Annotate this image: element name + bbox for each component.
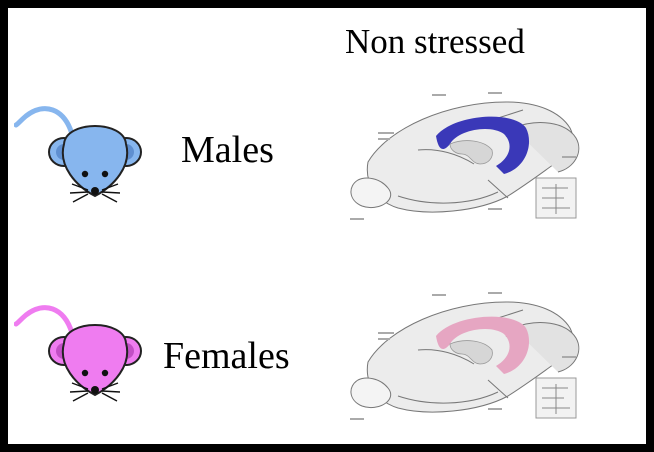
mouse-tail xyxy=(16,109,72,134)
mouse-tail xyxy=(16,308,72,333)
female-brain-section-icon xyxy=(338,288,586,428)
mouse-body xyxy=(63,325,127,395)
mouse-eye-left xyxy=(82,370,88,376)
males-label: Males xyxy=(181,128,274,172)
male-brain-section-icon xyxy=(338,88,586,228)
female-mouse-icon xyxy=(14,293,144,405)
male-mouse-icon xyxy=(14,94,144,206)
mouse-eye-right xyxy=(102,171,108,177)
condition-heading: Non stressed xyxy=(345,22,525,62)
inset-diagram xyxy=(536,178,576,218)
inset-diagram xyxy=(536,378,576,418)
mouse-eye-left xyxy=(82,171,88,177)
mouse-nose xyxy=(91,187,99,195)
mouse-body xyxy=(63,126,127,196)
mouse-eye-right xyxy=(102,370,108,376)
mouse-nose xyxy=(91,386,99,394)
females-label: Females xyxy=(163,334,290,378)
